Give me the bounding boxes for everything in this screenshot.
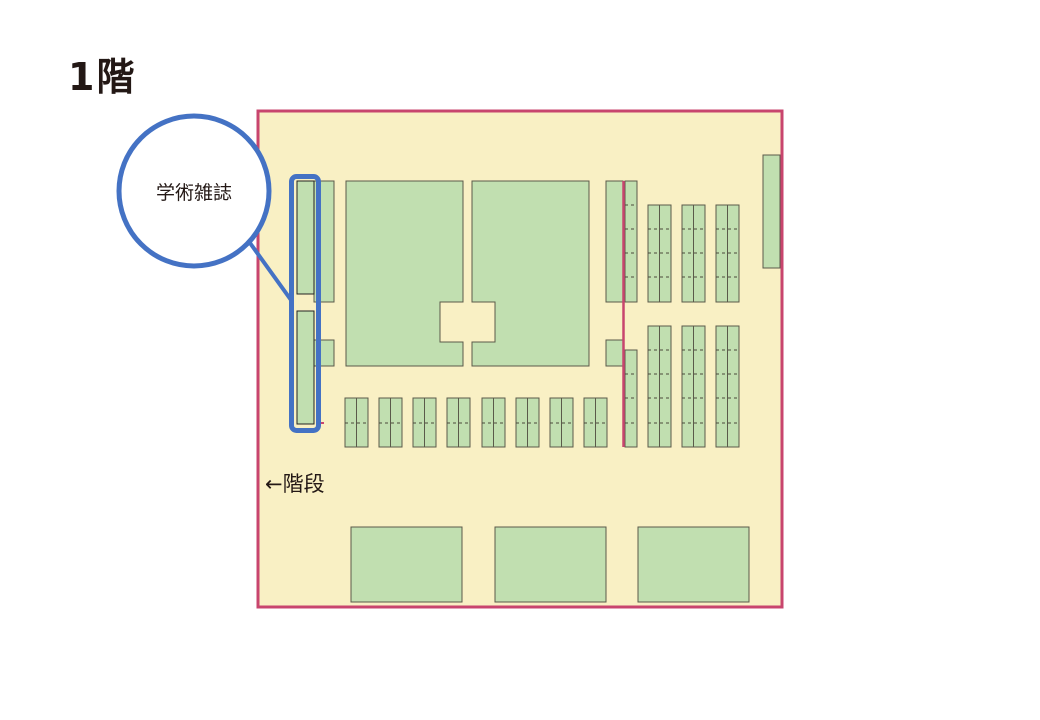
floor-title: 1階: [68, 55, 137, 99]
shelf: [605, 180, 624, 303]
journal-highlight: [289, 174, 321, 433]
table-2: [494, 526, 607, 603]
shelf: [624, 180, 638, 303]
wall-shelf: [762, 154, 781, 269]
reading-area-right: [471, 180, 590, 367]
stairs-label: ←階段: [265, 472, 325, 496]
reading-area-left: [345, 180, 464, 367]
callout-circle: [116, 113, 272, 269]
journal-shelf-upper[interactable]: [296, 180, 315, 295]
callout-pointer: [248, 241, 293, 302]
journal-shelf-lower[interactable]: [296, 310, 315, 425]
callout-label: 学術雑誌: [156, 182, 232, 204]
table-1: [350, 526, 463, 603]
shelf: [605, 339, 624, 367]
table-3: [637, 526, 750, 603]
